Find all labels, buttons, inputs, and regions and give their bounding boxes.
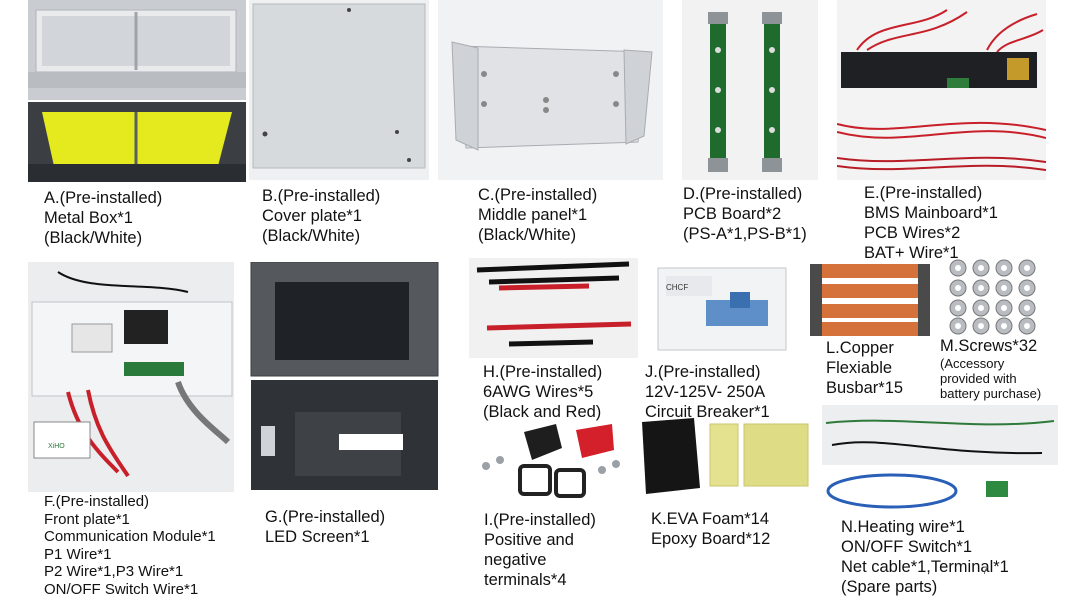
photo-front-plate: XiHO <box>28 262 234 492</box>
caption-item-a: A.(Pre-installed) Metal Box*1 (Black/Whi… <box>44 188 162 248</box>
caption-i-line-2: Positive and <box>484 531 574 549</box>
caption-e-line-4: BAT+ Wire*1 <box>864 244 959 262</box>
caption-d-line-2: PCB Board*2 <box>683 205 782 223</box>
breaker-brand-text: CHCF <box>666 283 688 292</box>
caption-c-line-2: Middle panel*1 <box>478 206 588 224</box>
caption-e-line-2: BMS Mainboard*1 <box>864 204 998 222</box>
caption-item-b: B.(Pre-installed) Cover plate*1 (Black/W… <box>262 186 380 246</box>
photo-eva-epoxy <box>638 418 814 494</box>
caption-item-i: I.(Pre-installed) Positive and negative … <box>484 510 596 590</box>
caption-l-line-3: Busbar*15 <box>826 379 904 397</box>
caption-item-j: J.(Pre-installed) 12V-125V- 250A Circuit… <box>645 362 770 422</box>
photo-bms-mainboard <box>837 0 1046 180</box>
caption-n-line-2: ON/OFF Switch*1 <box>841 538 973 556</box>
caption-j-line-3: Circuit Breaker*1 <box>645 403 770 421</box>
caption-item-f: F.(Pre-installed) Front plate*1 Communic… <box>44 493 216 598</box>
caption-f-line-6: ON/OFF Switch Wire*1 <box>44 580 199 598</box>
caption-e-line-3: PCB Wires*2 <box>864 224 961 242</box>
caption-item-l: L.Copper Flexiable Busbar*15 <box>826 338 903 398</box>
caption-f-line-5: P2 Wire*1,P3 Wire*1 <box>44 563 184 580</box>
caption-b-line-3: (Black/White) <box>262 227 361 245</box>
caption-b-line-2: Cover plate*1 <box>262 207 362 225</box>
photo-terminals <box>476 420 628 502</box>
caption-h-line-2: 6AWG Wires*5 <box>483 383 594 401</box>
photo-pcb-boards <box>682 0 818 180</box>
caption-g-line-2: LED Screen*1 <box>265 528 370 546</box>
photo-middle-panel <box>438 0 663 180</box>
photo-screws <box>944 258 1044 336</box>
caption-item-g: G.(Pre-installed) LED Screen*1 <box>265 507 385 547</box>
photo-circuit-breaker: CHCF <box>652 262 797 360</box>
caption-g-line-1: G.(Pre-installed) <box>265 508 386 526</box>
caption-j-line-2: 12V-125V- 250A <box>645 383 766 401</box>
caption-m-note-line-1: (Accessory <box>940 356 1005 371</box>
caption-h-line-1: H.(Pre-installed) <box>483 363 603 381</box>
caption-f-line-4: P1 Wire*1 <box>44 545 112 563</box>
caption-j-line-1: J.(Pre-installed) <box>645 363 761 381</box>
caption-n-line-4: (Spare parts) <box>841 578 938 596</box>
caption-item-m-note: (Accessory provided with battery purchas… <box>940 356 1041 401</box>
photo-heating-wire-parts <box>822 405 1058 515</box>
photo-metal-box <box>28 0 246 182</box>
caption-a-line-1: A.(Pre-installed) <box>44 189 163 207</box>
caption-c-line-1: C.(Pre-installed) <box>478 186 598 204</box>
photo-cover-plate <box>249 0 429 180</box>
caption-h-line-3: (Black and Red) <box>483 403 602 421</box>
caption-item-c: C.(Pre-installed) Middle panel*1 (Black/… <box>478 185 597 245</box>
photo-6awg-wires <box>469 258 638 358</box>
caption-i-line-3: negative <box>484 551 547 569</box>
caption-n-line-3: Net cable*1,Terminal*1 <box>841 558 1009 576</box>
caption-m-note-line-2: provided with <box>940 371 1017 386</box>
caption-n-line-1: N.Heating wire*1 <box>841 518 965 536</box>
caption-i-line-4: terminals*4 <box>484 571 567 589</box>
module-brand-text: XiHO <box>48 443 65 450</box>
caption-a-line-3: (Black/White) <box>44 229 143 247</box>
caption-item-n: N.Heating wire*1 ON/OFF Switch*1 Net cab… <box>841 517 1009 597</box>
caption-item-h: H.(Pre-installed) 6AWG Wires*5 (Black an… <box>483 362 602 422</box>
caption-k-line-1: K.EVA Foam*14 <box>651 510 770 528</box>
caption-f-line-1: F.(Pre-installed) <box>44 493 150 510</box>
caption-item-d: D.(Pre-installed) PCB Board*2 (PS-A*1,PS… <box>683 184 807 244</box>
caption-f-line-2: Front plate*1 <box>44 510 130 528</box>
page-number: 7 <box>982 565 989 577</box>
caption-m-title: M.Screws*32 <box>940 337 1038 355</box>
caption-m-note-line-3: battery purchase) <box>940 386 1042 401</box>
photo-led-screen <box>249 262 440 492</box>
caption-i-line-1: I.(Pre-installed) <box>484 511 596 529</box>
caption-item-m: M.Screws*32 <box>940 336 1037 356</box>
caption-e-line-1: E.(Pre-installed) <box>864 184 983 202</box>
caption-item-k: K.EVA Foam*14 Epoxy Board*12 <box>651 509 770 549</box>
caption-l-line-1: L.Copper <box>826 339 894 357</box>
photo-copper-busbars <box>806 258 934 338</box>
caption-k-line-2: Epoxy Board*12 <box>651 530 771 548</box>
caption-d-line-1: D.(Pre-installed) <box>683 185 803 203</box>
caption-item-e: E.(Pre-installed) BMS Mainboard*1 PCB Wi… <box>864 183 998 263</box>
caption-b-line-1: B.(Pre-installed) <box>262 187 381 205</box>
caption-f-line-3: Communication Module*1 <box>44 528 216 545</box>
caption-l-line-2: Flexiable <box>826 359 893 377</box>
caption-a-line-2: Metal Box*1 <box>44 209 133 227</box>
caption-d-line-3: (PS-A*1,PS-B*1) <box>683 225 807 243</box>
caption-c-line-3: (Black/White) <box>478 226 577 244</box>
